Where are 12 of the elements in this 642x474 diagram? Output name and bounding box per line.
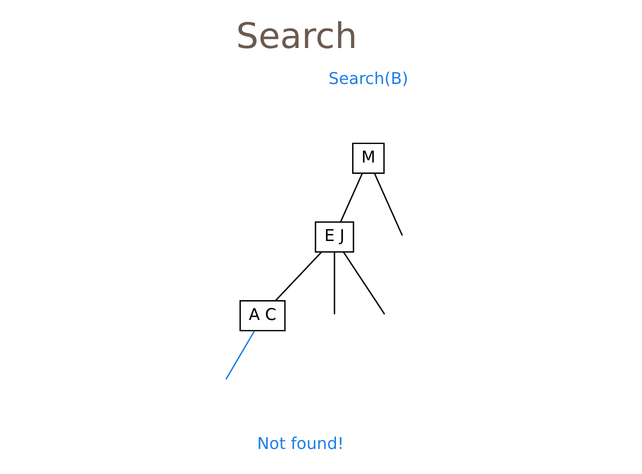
connector: [275, 251, 322, 301]
label: Not found!: [257, 434, 344, 453]
label: Search(B): [328, 68, 408, 88]
node-box: M: [352, 142, 385, 174]
connector: [342, 252, 386, 315]
connector: [225, 330, 255, 380]
connector: [334, 252, 336, 314]
node-box: E J: [314, 221, 354, 253]
connector: [374, 172, 403, 236]
node-box: A C: [239, 300, 286, 332]
connector: [340, 172, 363, 222]
diagram-title: Search: [236, 16, 358, 58]
